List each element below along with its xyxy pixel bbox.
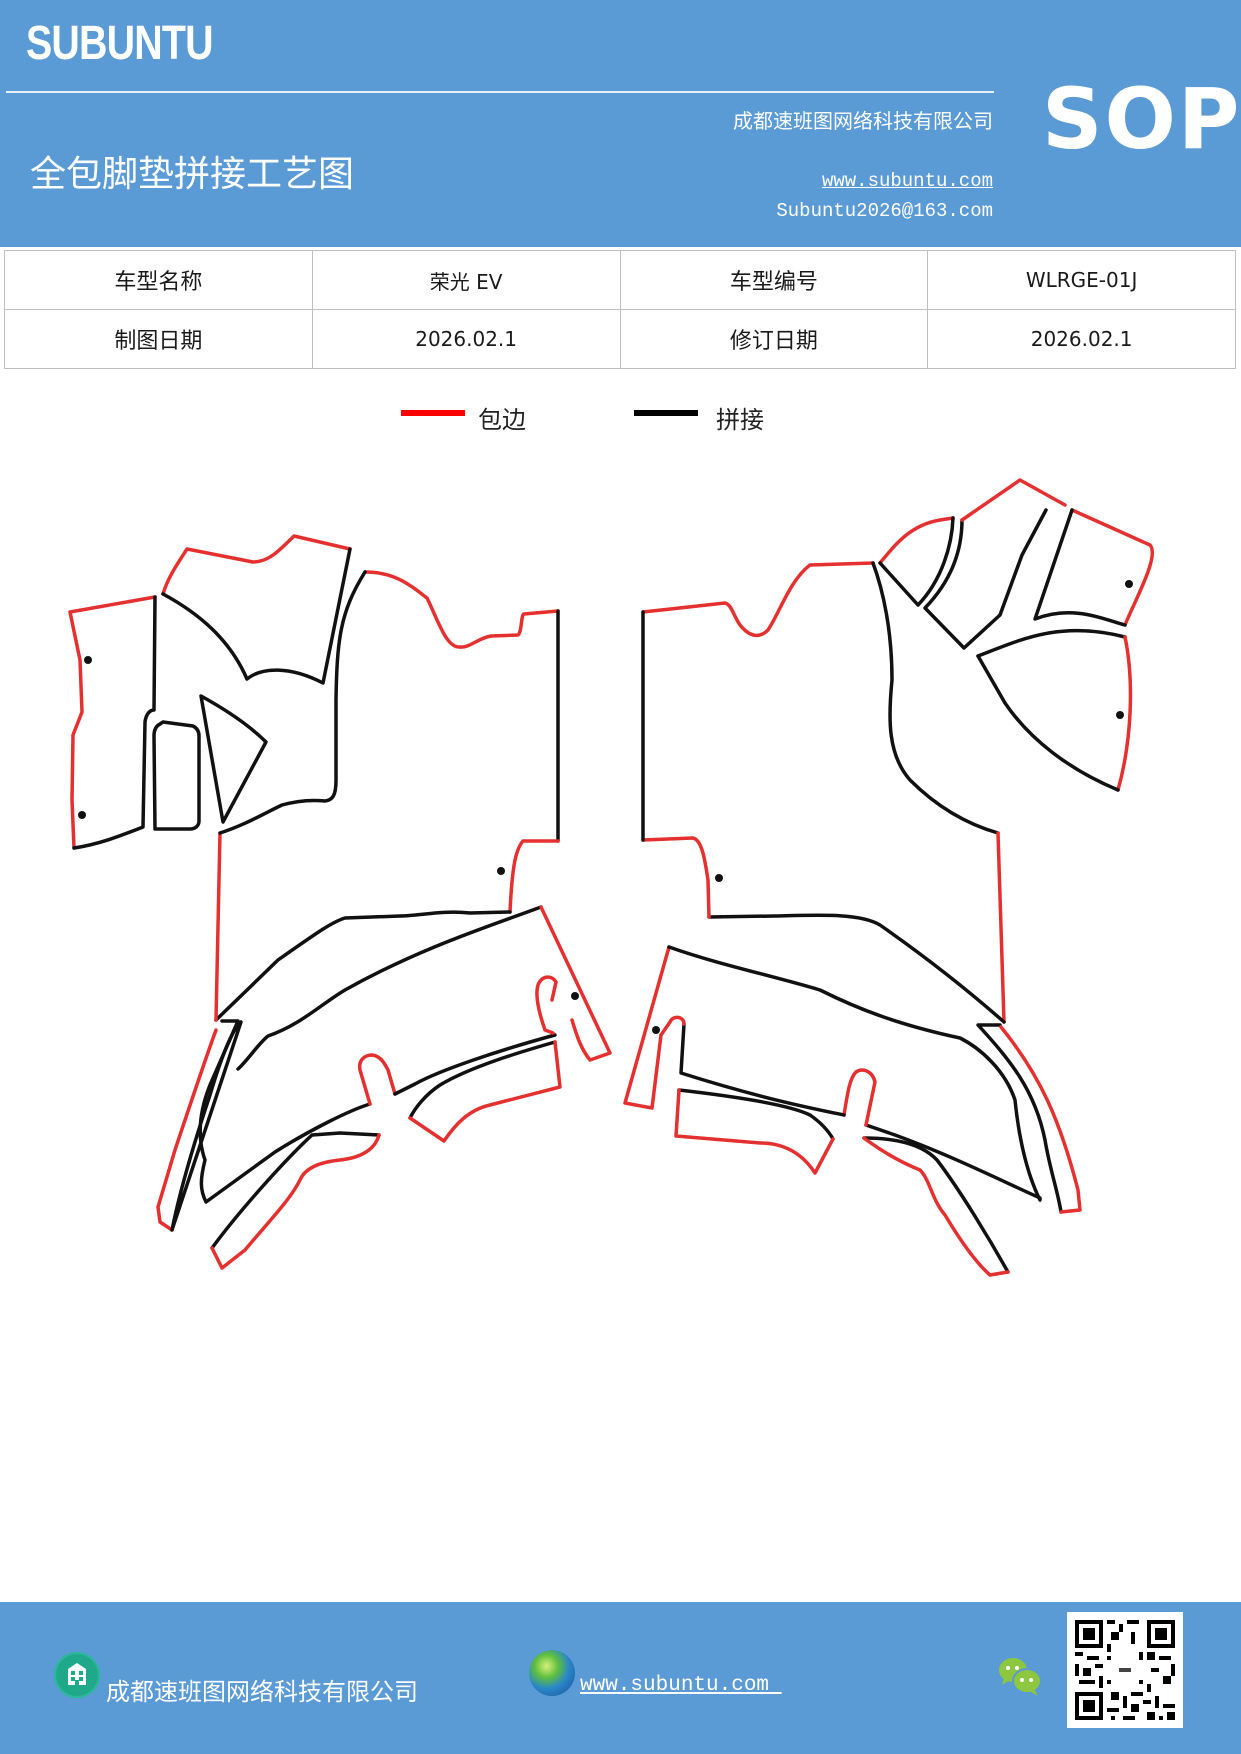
left-front-mat — [68, 534, 560, 1022]
diagram-legend: 包边 拼接 — [0, 400, 1241, 440]
vehicle-name-value: 荣光 EV — [311, 250, 621, 310]
header-divider — [6, 91, 994, 93]
revision-date-label: 修订日期 — [619, 309, 929, 369]
table-row: 制图日期 2026.02.1 修订日期 2026.02.1 — [4, 309, 1236, 369]
email-address: Subuntu2026@163.com — [776, 200, 993, 222]
vehicle-name-label: 车型名称 — [4, 250, 313, 310]
right-rear-mat — [623, 945, 1082, 1277]
drawing-date-label: 制图日期 — [4, 309, 313, 369]
left-rear-mat — [156, 905, 612, 1270]
right-front-mat — [641, 478, 1154, 1024]
brand-logo: SUBUNTU — [26, 17, 213, 70]
page-title: 全包脚垫拼接工艺图 — [30, 154, 355, 195]
company-name: 成都速班图网络科技有限公司 — [733, 109, 993, 133]
table-row: 车型名称 荣光 EV 车型编号 WLRGE-01J — [4, 250, 1236, 310]
seam-label: 拼接 — [716, 406, 764, 434]
edge-binding-swatch — [401, 410, 465, 416]
seam-swatch — [634, 410, 698, 416]
vehicle-code-label: 车型编号 — [619, 250, 929, 310]
footer-website-link[interactable]: www.subuntu.com — [580, 1674, 782, 1697]
wechat-icon — [999, 1658, 1042, 1696]
footer-banner: 成都速班图网络科技有限公司 www.subuntu.com — [0, 1602, 1241, 1754]
globe-icon — [529, 1650, 575, 1696]
sop-badge: SOP — [1042, 70, 1241, 168]
vehicle-code-value: WLRGE-01J — [927, 250, 1236, 310]
building-icon — [54, 1652, 100, 1698]
drawing-date-value: 2026.02.1 — [311, 309, 621, 369]
qr-code[interactable] — [1067, 1612, 1183, 1728]
header-banner: SUBUNTU 全包脚垫拼接工艺图 成都速班图网络科技有限公司 www.subu… — [0, 0, 1241, 247]
vehicle-info-table: 车型名称 荣光 EV 车型编号 WLRGE-01J 制图日期 2026.02.1… — [4, 250, 1236, 369]
footer-company-name: 成都速班图网络科技有限公司 — [106, 1678, 418, 1706]
edge-binding-label: 包边 — [478, 406, 526, 434]
floor-mat-diagram — [68, 478, 1154, 1277]
website-link[interactable]: www.subuntu.com — [821, 170, 993, 192]
revision-date-value: 2026.02.1 — [927, 309, 1236, 369]
